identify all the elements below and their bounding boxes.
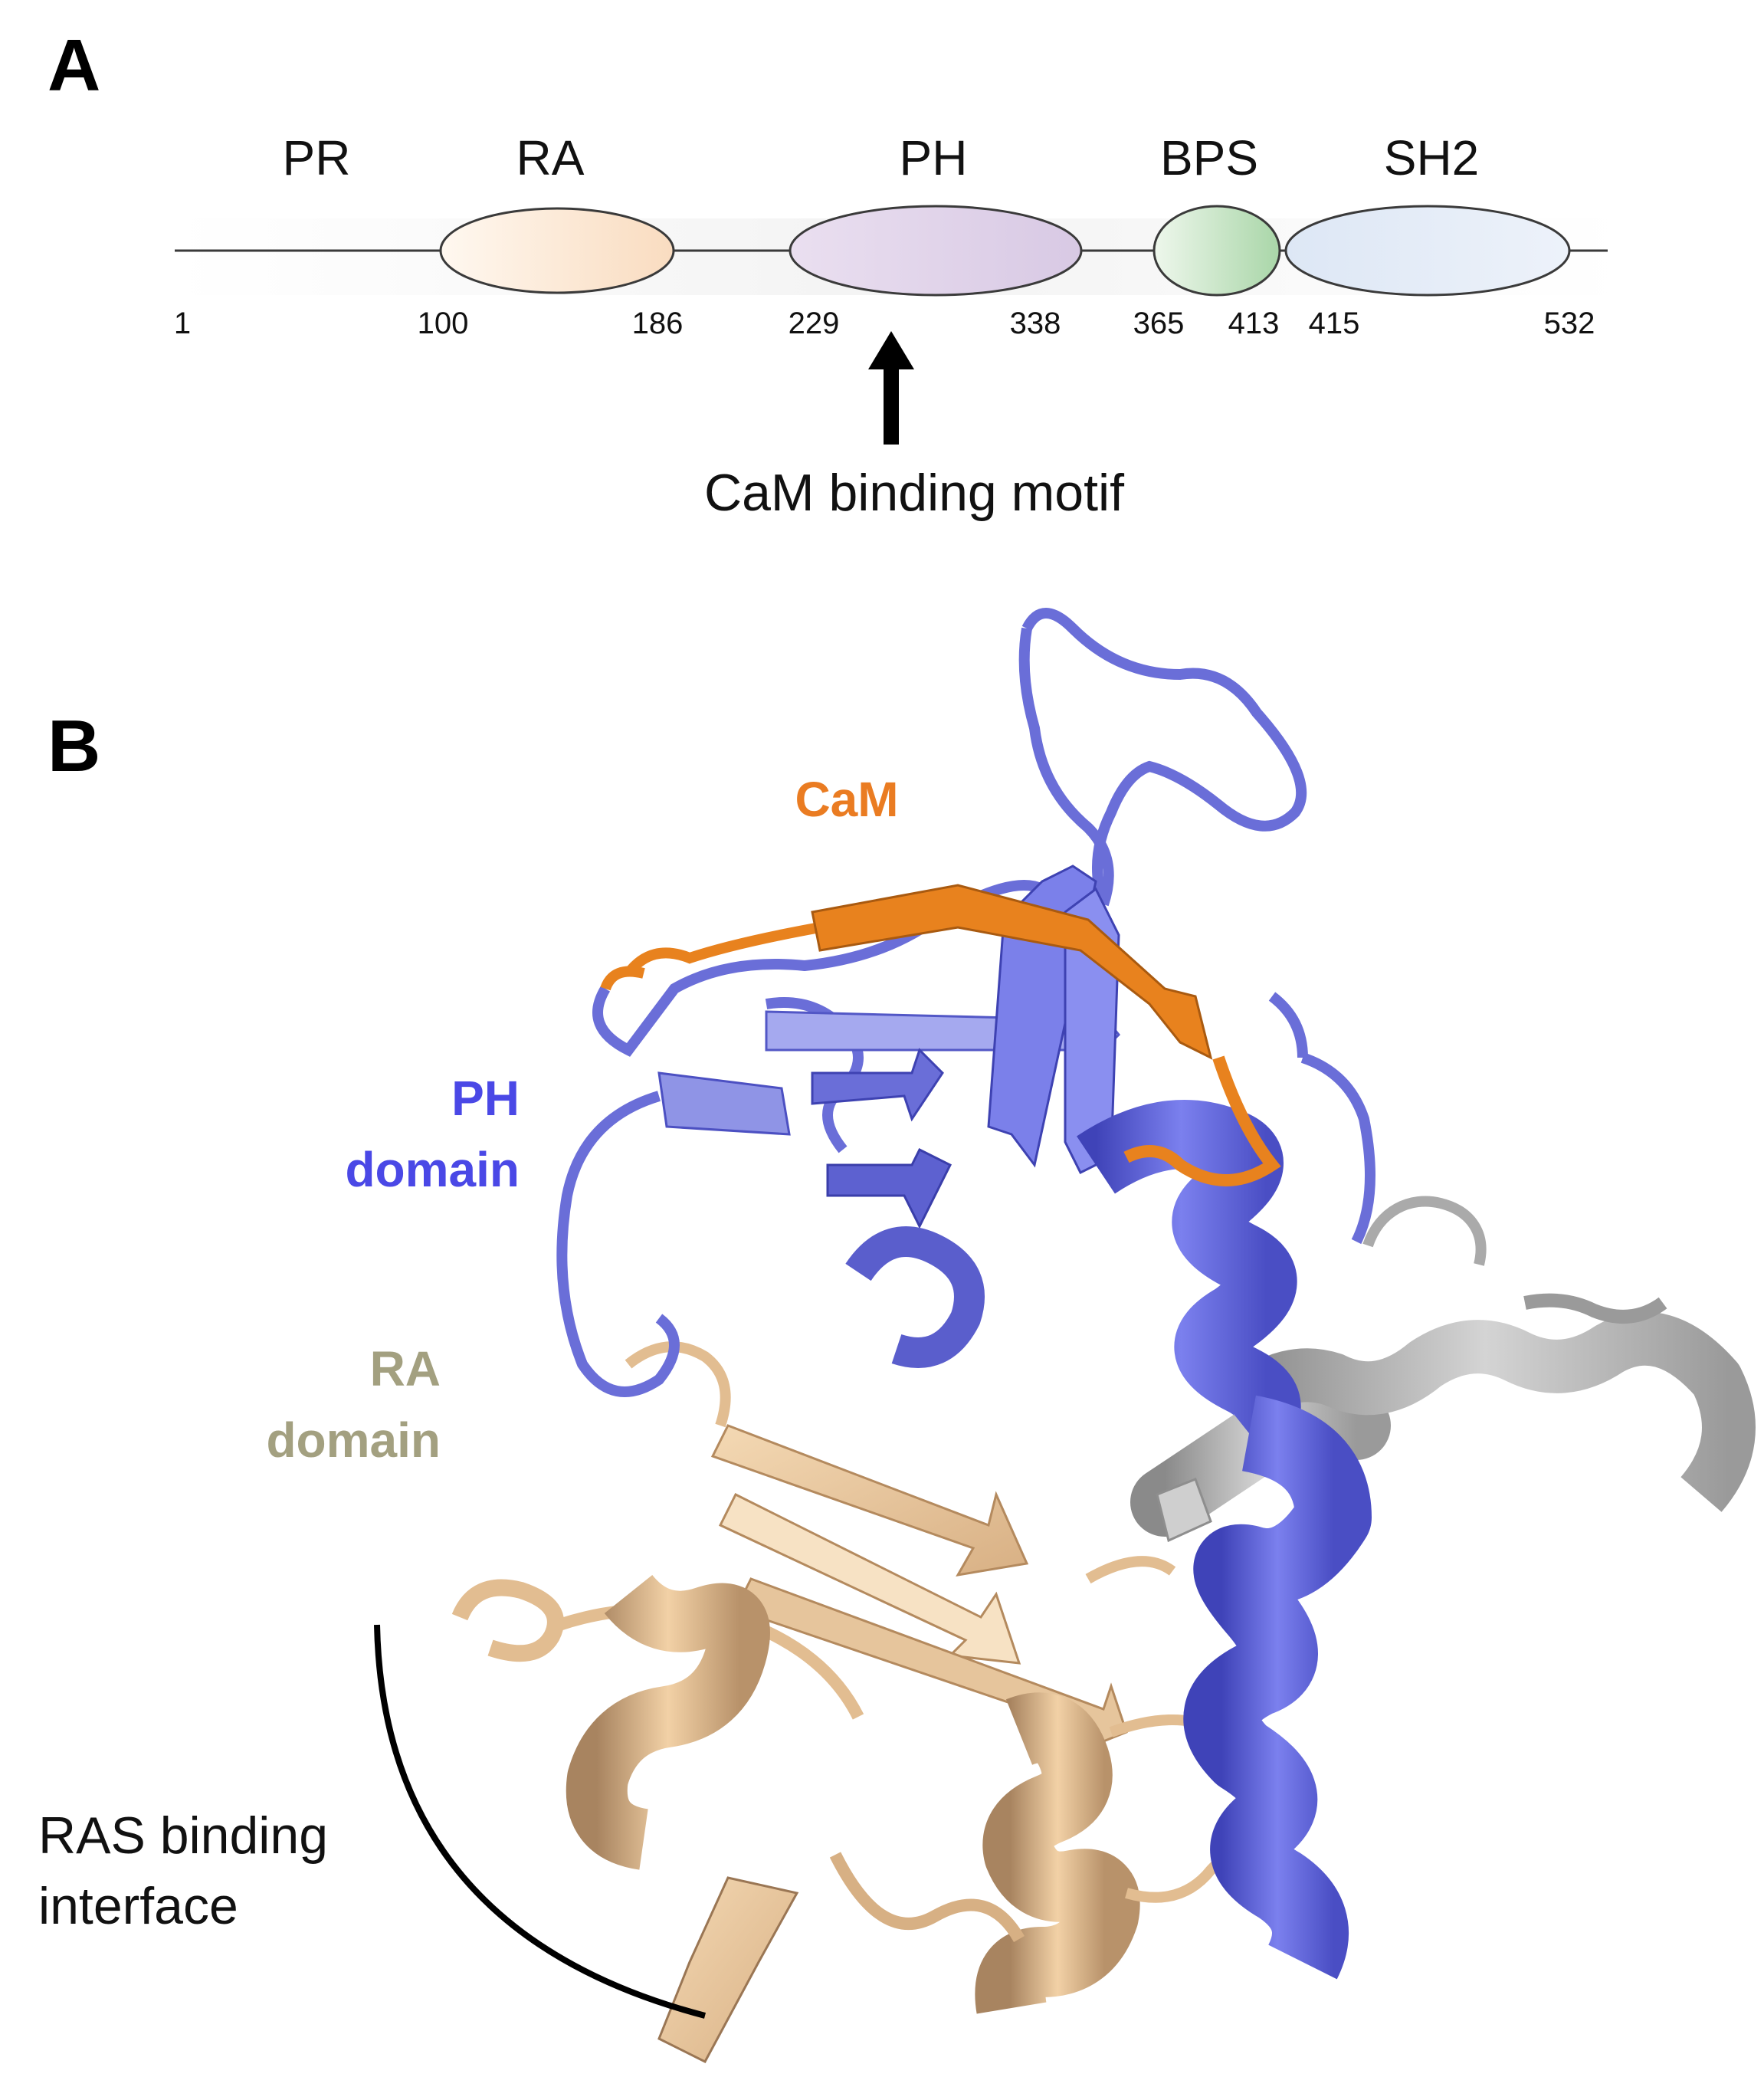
ph-domain-label-line1: PH [451, 1071, 520, 1126]
residue-413: 413 [1228, 307, 1280, 340]
domain-label-ra: RA [516, 130, 585, 185]
residue-532: 532 [1544, 307, 1595, 340]
ra-domain-label-line1: RA [370, 1341, 441, 1396]
ras-binding-interface-arc [374, 1624, 707, 2019]
residue-338: 338 [1010, 307, 1061, 340]
ras-binding-interface-label-line1: RAS binding [38, 1806, 328, 1865]
panel-a: A PR RA PH BPS SH2 1 100 186 229 338 365… [48, 25, 1623, 522]
protein-structure-illustration [451, 608, 1756, 2063]
residue-229: 229 [789, 307, 840, 340]
residue-415: 415 [1309, 307, 1360, 340]
domain-label-pr: PR [283, 130, 351, 185]
residue-1: 1 [174, 307, 191, 340]
sh2-domain-ellipse [1284, 205, 1571, 297]
residue-186: 186 [632, 307, 684, 340]
ph-domain-ellipse [789, 205, 1083, 297]
domain-label-ph: PH [900, 130, 968, 185]
cam-structure-label: CaM [795, 772, 898, 827]
residue-100: 100 [418, 307, 469, 340]
domain-label-bps: BPS [1160, 130, 1258, 185]
ra-domain-label-line2: domain [266, 1413, 441, 1468]
bps-domain-ellipse [1153, 205, 1281, 297]
domain-label-sh2: SH2 [1384, 130, 1480, 185]
residue-365: 365 [1133, 307, 1185, 340]
cam-motif-arrow [868, 331, 914, 445]
ph-domain-structure [556, 608, 1375, 1980]
panel-b-letter: B [48, 705, 100, 787]
panel-b: B [38, 608, 1756, 2063]
panel-a-letter: A [48, 25, 100, 107]
cam-motif-structure [624, 884, 1281, 1186]
ra-domain-ellipse [439, 207, 675, 294]
ras-binding-interface-label-line2: interface [38, 1877, 238, 1935]
ra-domain-structure [451, 1341, 1251, 2063]
ph-domain-label-line2: domain [345, 1142, 520, 1197]
cam-binding-motif-label: CaM binding motif [704, 464, 1124, 522]
